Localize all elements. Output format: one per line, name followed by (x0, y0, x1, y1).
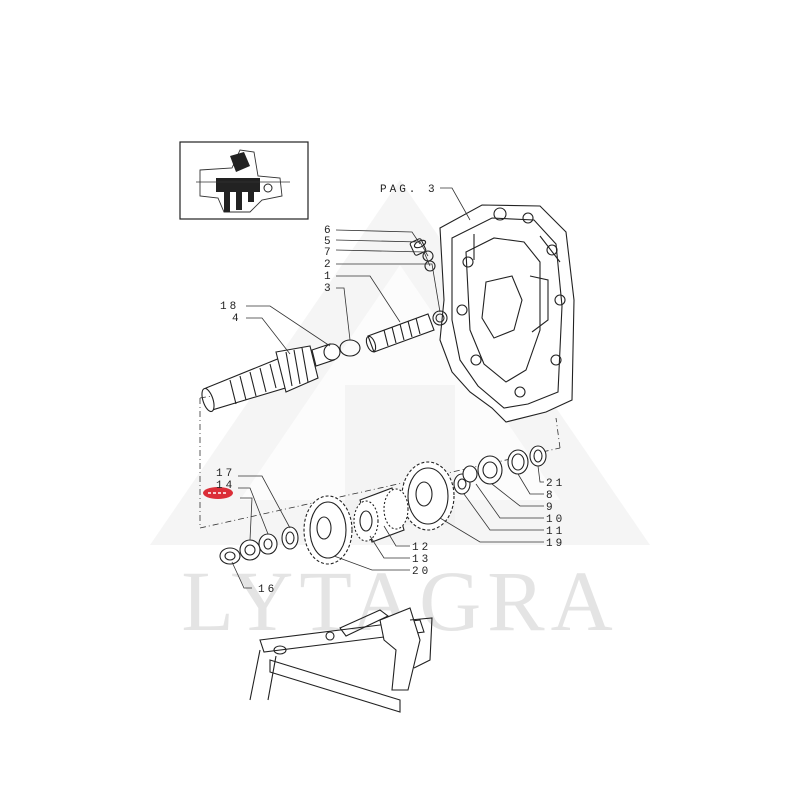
lower-gear-train (219, 445, 547, 565)
small-parts-upper (339, 238, 448, 357)
plug-part-6 (409, 238, 427, 256)
shift-fork-assembly (249, 607, 433, 713)
callout-7[interactable]: 7 (324, 247, 334, 259)
callout-9[interactable]: 9 (546, 502, 556, 514)
gear-part-19 (401, 461, 455, 531)
splined-shaft-part-1 (365, 313, 435, 353)
part-14-highlight (203, 487, 233, 499)
callout-18[interactable]: 18 (220, 301, 239, 313)
watermark: LYTAGRA (150, 180, 650, 649)
callout-2[interactable]: 2 (324, 259, 334, 271)
locator-drawing (196, 149, 290, 213)
transmission-housing (439, 204, 575, 423)
main-shaft (201, 343, 341, 413)
callout-20[interactable]: 20 (412, 566, 431, 578)
callout-12[interactable]: 12 (412, 542, 431, 554)
callout-10[interactable]: 10 (546, 514, 565, 526)
callout-21[interactable]: 21 (546, 478, 565, 490)
callout-14[interactable]: 14 (216, 480, 235, 492)
callout-labels: PAG. 3 6 5 7 2 1 3 18 4 17 14 16 21 8 9 … (216, 184, 565, 596)
gear-part-20 (303, 495, 353, 565)
sleeve-part-12 (353, 487, 409, 543)
callout-8[interactable]: 8 (546, 490, 556, 502)
locator-inset (179, 141, 309, 220)
callout-5[interactable]: 5 (324, 236, 334, 248)
leader-lines (231, 187, 544, 589)
callout-11[interactable]: 11 (546, 526, 565, 538)
assembly-outline (199, 395, 561, 529)
callout-19[interactable]: 19 (546, 538, 565, 550)
callout-17[interactable]: 17 (216, 468, 235, 480)
callout-3[interactable]: 3 (324, 283, 334, 295)
page-reference-label[interactable]: PAG. 3 (380, 184, 438, 196)
callout-13[interactable]: 13 (412, 554, 431, 566)
callout-4[interactable]: 4 (232, 313, 242, 325)
callout-6[interactable]: 6 (324, 225, 334, 237)
watermark-triangle-inner (240, 265, 560, 500)
callout-1[interactable]: 1 (324, 271, 334, 283)
callout-16[interactable]: 16 (258, 584, 277, 596)
